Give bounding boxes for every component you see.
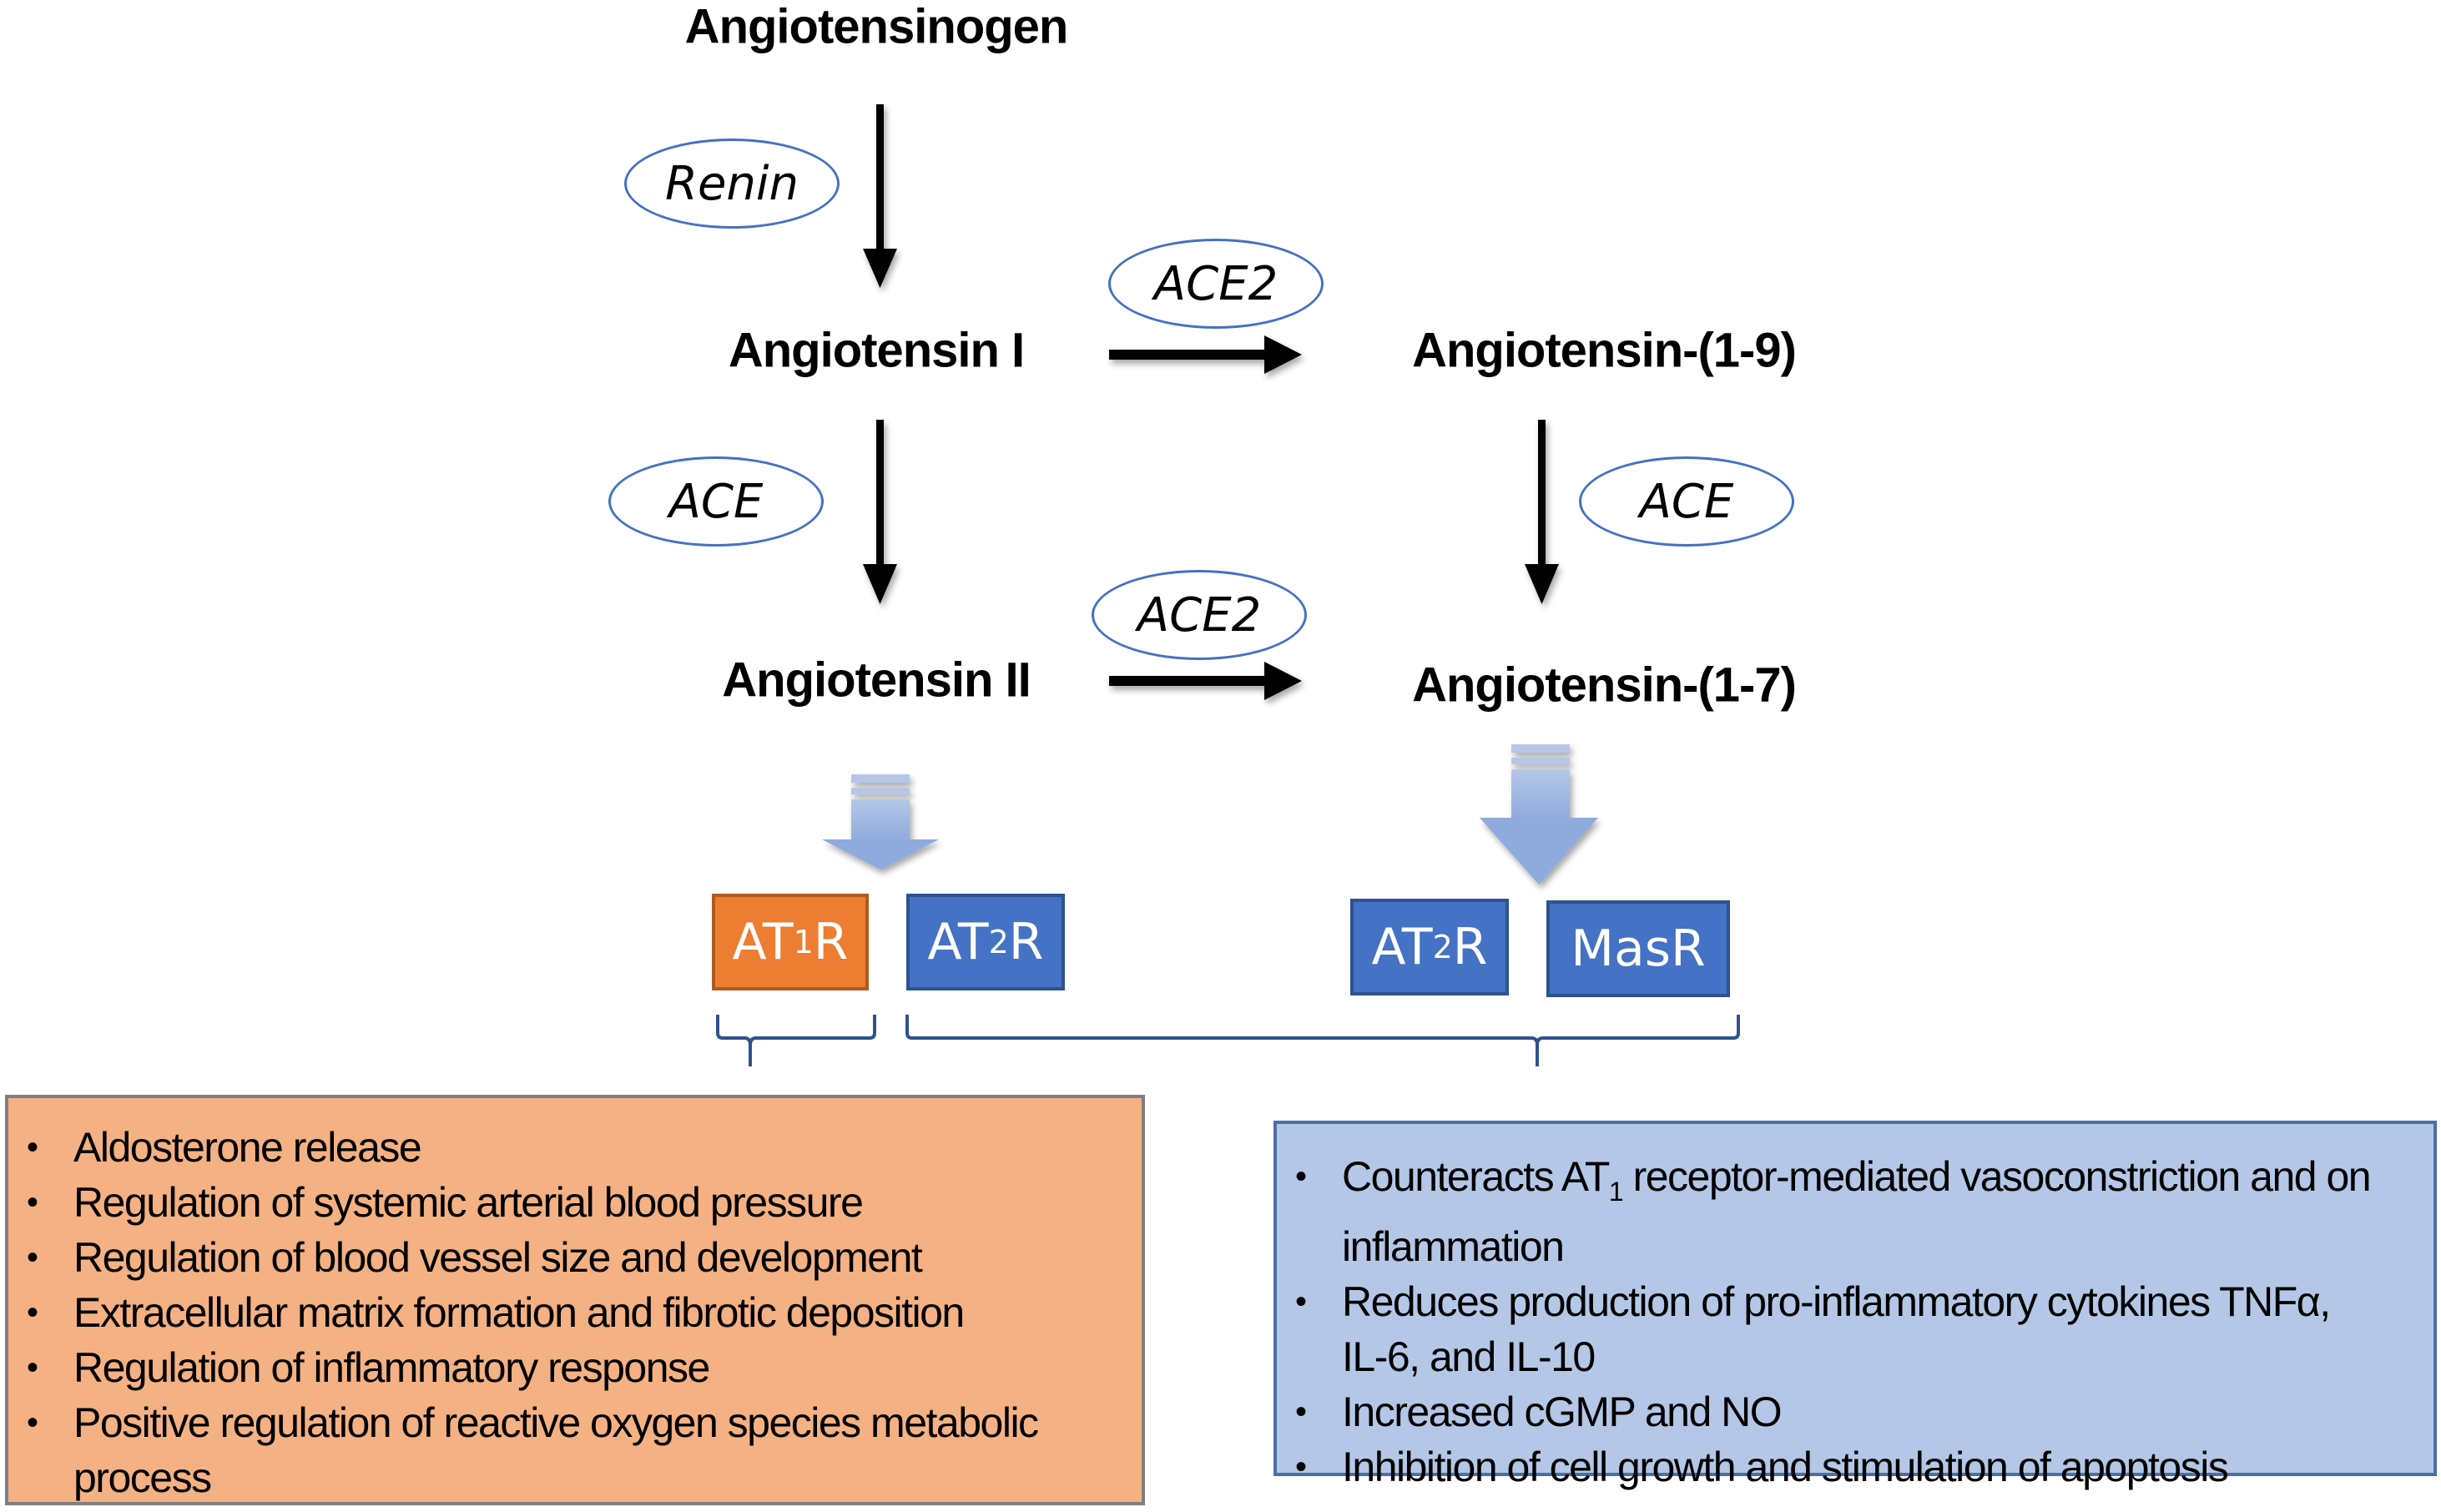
list-item: • Positive regulation of reactive oxygen …	[8, 1395, 1058, 1505]
bullet-icon: •	[1295, 1283, 1307, 1320]
node-angiotensin-2: Angiotensin II	[722, 653, 1031, 708]
enzyme-label: ACE	[668, 474, 764, 529]
list-item: • Regulation of blood vessel size and dev…	[8, 1230, 1142, 1285]
receptor-subscript: 2	[1432, 929, 1453, 965]
bullet-icon: •	[27, 1404, 38, 1441]
brace-at1r	[716, 1015, 876, 1066]
arrow-ace-left-step	[863, 420, 897, 604]
enzyme-label: ACE	[1639, 474, 1734, 529]
receptor-subscript: 2	[988, 924, 1009, 960]
receptor-masr: MasR	[1546, 900, 1730, 997]
arrow-ace2-bottom-step	[1109, 662, 1302, 700]
enzyme-label: ACE2	[1153, 256, 1278, 311]
receptor-label-suffix: R	[1008, 913, 1044, 971]
receptor-label: AT	[927, 913, 989, 971]
bullet-icon: •	[27, 1349, 38, 1386]
enzyme-ace2-top: ACE2	[1108, 239, 1324, 329]
node-angiotensin-1-7: Angiotensin-(1-7)	[1412, 658, 1797, 713]
bullet-icon: •	[1295, 1449, 1307, 1485]
bullet-icon: •	[27, 1294, 38, 1331]
list-item: • Inhibition of cell growth and stimulati…	[1277, 1439, 2433, 1494]
effect-text: Regulation of inflammatory response	[73, 1344, 710, 1391]
receptor-label-suffix: R	[1452, 918, 1488, 976]
enzyme-renin: Renin	[624, 139, 840, 229]
effect-subscript: 1	[1608, 1177, 1624, 1207]
block-arrow-angiotensin-2	[822, 774, 939, 869]
list-item: • Increased cGMP and NO	[1277, 1384, 2433, 1439]
effect-text: Positive regulation of reactive oxygen s…	[73, 1399, 1039, 1501]
enzyme-ace-right: ACE	[1579, 456, 1794, 547]
receptor-subscript: 1	[793, 924, 814, 960]
enzyme-ace-left: ACE	[608, 456, 824, 547]
receptor-label: AT	[732, 913, 794, 971]
arrow-ace2-top-step	[1109, 335, 1302, 374]
effect-text: Counteracts AT	[1342, 1153, 1610, 1200]
list-item: • Reduces production of pro-inflammatory …	[1277, 1274, 2368, 1384]
receptor-label: AT	[1371, 918, 1433, 976]
node-angiotensinogen: Angiotensinogen	[684, 0, 1069, 54]
effect-text: Aldosterone release	[73, 1124, 422, 1171]
at1r-effects-list: • Aldosterone release • Regulation of syst…	[8, 1098, 1142, 1505]
panel-at1r-effects: • Aldosterone release • Regulation of syst…	[5, 1095, 1145, 1505]
bullet-icon: •	[27, 1184, 38, 1221]
list-item: • Regulation of systemic arterial blood p…	[8, 1175, 1142, 1230]
effect-text: Extracellular matrix formation and fibro…	[73, 1289, 965, 1336]
arrow-renin-step	[863, 104, 897, 288]
effect-text: Regulation of systemic arterial blood pr…	[73, 1179, 864, 1226]
bullet-icon: •	[27, 1129, 38, 1166]
effect-text: Regulation of blood vessel size and deve…	[73, 1234, 923, 1281]
receptor-label-suffix: R	[813, 913, 849, 971]
enzyme-ace2-bottom: ACE2	[1092, 570, 1307, 660]
arrow-ace-right-step	[1525, 420, 1559, 604]
bullet-icon: •	[1295, 1394, 1307, 1430]
node-angiotensin-1: Angiotensin I	[728, 323, 1025, 378]
enzyme-label: ACE2	[1137, 587, 1262, 643]
bullet-icon: •	[27, 1239, 38, 1276]
bullet-icon: •	[1295, 1158, 1307, 1195]
enzyme-label: Renin	[665, 156, 799, 211]
panel-protective-effects: • Counteracts AT1 receptor-mediated vasoc…	[1273, 1121, 2437, 1490]
list-item: • Regulation of inflammatory response	[8, 1340, 1142, 1395]
effect-text: Reduces production of pro-inflammatory c…	[1342, 1278, 2331, 1380]
node-angiotensin-1-9: Angiotensin-(1-9)	[1412, 323, 1797, 378]
receptor-label: MasR	[1571, 920, 1706, 978]
effect-text: Increased cGMP and NO	[1342, 1389, 1783, 1435]
list-item: • Aldosterone release	[8, 1120, 1142, 1175]
effect-text-cont: receptor-mediated vasoconstriction and o…	[1342, 1153, 2372, 1270]
list-item: • Extracellular matrix formation and fibr…	[8, 1285, 1142, 1340]
effect-text: Inhibition of cell growth and stimulatio…	[1342, 1444, 2229, 1490]
brace-protective-receptors	[905, 1015, 1740, 1066]
block-arrow-angiotensin-1-7	[1480, 744, 1598, 885]
protective-effects-list: • Counteracts AT1 receptor-mediated vasoc…	[1277, 1124, 2433, 1494]
list-item: • Counteracts AT1 receptor-mediated vasoc…	[1277, 1149, 2418, 1274]
